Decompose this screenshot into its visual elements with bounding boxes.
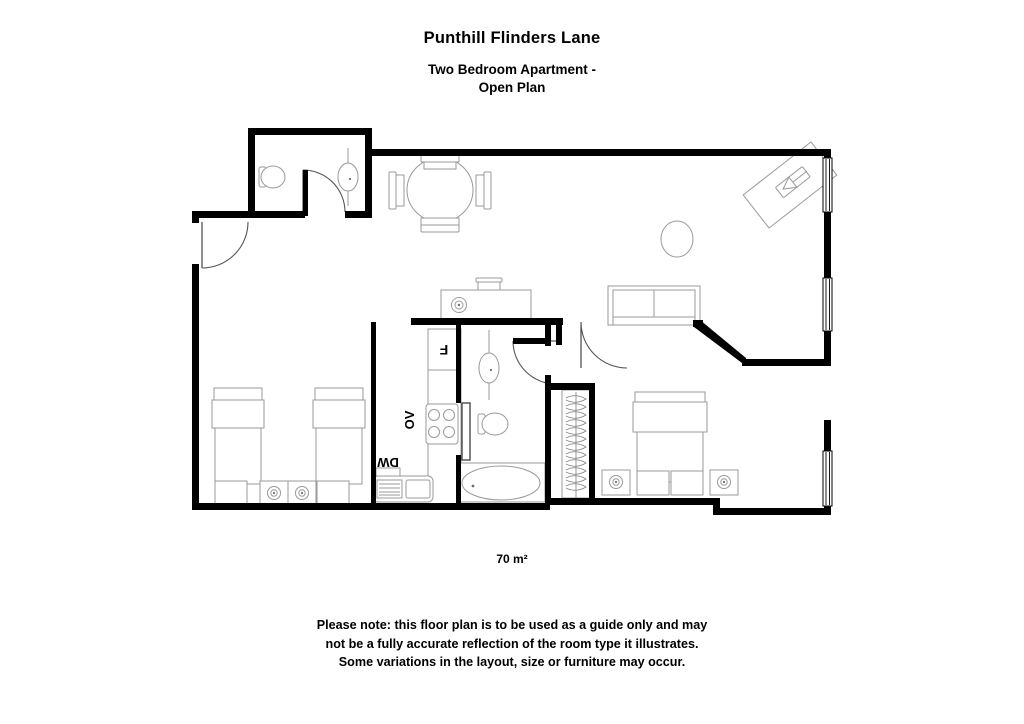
wall-bath-right-lower: [545, 375, 551, 503]
subtitle-line-1: Two Bedroom Apartment -: [428, 62, 596, 78]
wall-bath-left-lower: [456, 455, 461, 503]
wall-diagonal-start: [693, 320, 703, 327]
powder-room-basin: [337, 148, 359, 206]
furniture-layer: [211, 141, 838, 506]
window-right-1: [822, 157, 833, 213]
page-title: Punthill Flinders Lane: [423, 29, 601, 47]
laundry-unit: [440, 277, 532, 321]
fridge-label: F: [439, 342, 448, 358]
wall-powder-bottom-left: [248, 211, 305, 218]
dishwasher-label: DW: [376, 455, 398, 470]
dining-chair-right: [475, 171, 492, 210]
double-bed: [632, 391, 708, 483]
wall-right-b: [824, 211, 831, 279]
wall-after-diagonal: [742, 359, 828, 366]
single-bed-b: [312, 387, 366, 485]
wall-wardrobe-top: [551, 383, 595, 390]
wall-top-main: [365, 149, 831, 156]
bedside-table-left: [601, 469, 631, 496]
wall-kitchen-bath-top: [411, 318, 563, 325]
appliance-labels: F OV DW: [376, 342, 448, 470]
powder-room-toilet: [258, 165, 286, 189]
sofa: [607, 285, 701, 326]
wall-bedroom2-partition: [371, 322, 376, 507]
wall-right-e: [824, 505, 831, 515]
wall-right-a: [824, 149, 831, 159]
single-bed-a: [211, 387, 265, 485]
oven-label: OV: [402, 410, 417, 429]
round-coffee-table: [660, 220, 694, 258]
wall-entry-corner: [192, 211, 199, 223]
window-right-3: [822, 450, 833, 507]
wall-right-c: [824, 330, 831, 366]
disclaimer-note: Please note: this floor plan is to be us…: [0, 616, 1024, 672]
kitchen-sink: [372, 475, 434, 503]
windows-layer: [822, 157, 833, 507]
wall-bath-right-upper: [545, 325, 551, 346]
single-bed-b-bench: [316, 480, 350, 506]
wall-entry-jog: [192, 211, 255, 218]
wardrobe-hanging: [561, 389, 592, 499]
bed-end-bench: [636, 470, 704, 496]
wall-bottom-step-v: [713, 498, 720, 515]
bathroom-toilet: [477, 412, 509, 436]
wall-powder-right: [365, 128, 372, 216]
bedside-table-right: [709, 469, 739, 496]
subtitle-line-2: Open Plan: [478, 80, 546, 96]
page-subtitle: Two Bedroom Apartment - Open Plan: [0, 61, 1024, 97]
wall-powder-bottom-right: [345, 211, 372, 218]
wall-bath-door-head: [513, 338, 551, 344]
disclaimer-line-1: Please note: this floor plan is to be us…: [316, 618, 708, 632]
wall-bottom-mid: [550, 498, 720, 505]
disclaimer-line-2: not be a fully accurate reflection of th…: [325, 636, 699, 651]
floor-area-label: 70 m²: [496, 552, 528, 566]
wall-left-main: [192, 264, 199, 510]
wall-wardrobe-right: [589, 383, 595, 501]
disclaimer-line-3: Some variations in the layout, size or f…: [338, 655, 686, 669]
wall-powder-left: [248, 128, 255, 218]
dining-chair-left: [388, 171, 405, 210]
entry-door: [201, 221, 249, 269]
bathtub: [456, 462, 546, 503]
walls-layer: [192, 128, 831, 515]
bathroom-basin: [478, 330, 500, 400]
single-bed-a-bench: [214, 480, 248, 506]
wall-powder-door-jamb: [303, 170, 308, 216]
wall-powder-top: [248, 128, 372, 135]
wall-diagonal: [694, 320, 746, 366]
bedroom-one-door: [580, 321, 628, 369]
bedroom-two-bedside-right: [287, 480, 317, 506]
wall-bed1-jamb: [556, 325, 562, 345]
shower-screen: [461, 402, 471, 461]
dining-chair-top: [420, 154, 460, 170]
dining-setting: [388, 154, 492, 233]
window-right-2: [822, 277, 833, 332]
fridge: [427, 328, 462, 371]
wall-bottom-right: [713, 508, 831, 515]
wall-bath-left-upper: [456, 325, 461, 403]
dining-chair-bottom: [420, 217, 460, 233]
wall-right-d: [824, 420, 831, 452]
bedroom-two-bedside-left: [259, 480, 289, 506]
title-block: Punthill Flinders Lane Two Bedroom Apart…: [0, 0, 1024, 98]
cooktop: [425, 403, 459, 445]
